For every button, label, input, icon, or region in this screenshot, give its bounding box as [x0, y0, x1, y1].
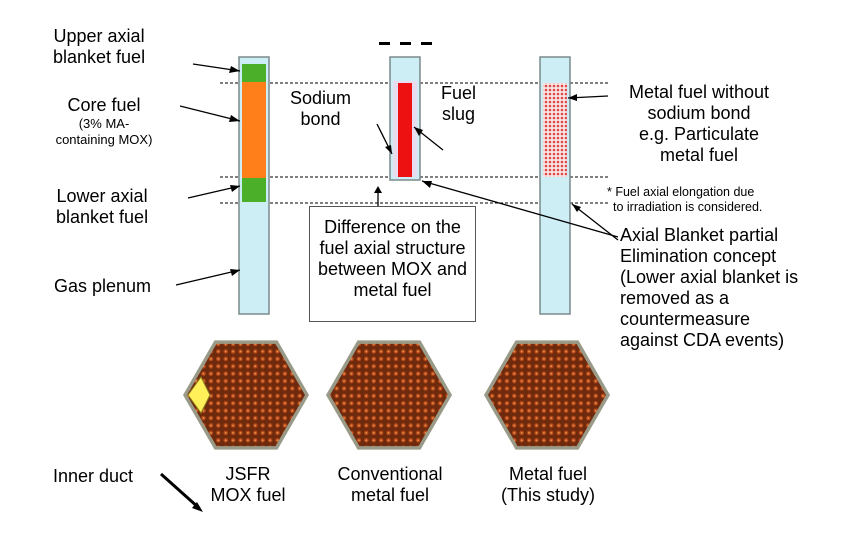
elongation-note: * Fuel axial elongation due to irradiati… [607, 185, 763, 214]
arrowhead-lower-blanket [230, 185, 240, 192]
arrowhead-upper-blanket [229, 66, 240, 73]
arrowhead-gas-plenum [230, 269, 240, 276]
core-fuel-label: Core fuel (3% MA- containing MOX) [55, 95, 153, 147]
mox-fuel-pin [238, 56, 270, 315]
arrow-concept-to-study [571, 203, 619, 241]
arrowhead-concept-to-study [572, 204, 581, 212]
inner-duct-shape [187, 376, 211, 414]
gas-plenum-label: Gas plenum [54, 276, 152, 296]
arrow-concept-to-lower [421, 180, 619, 238]
conventional-metal-pin [379, 42, 432, 181]
axial-blanket-concept-label: Axial Blanket partial Elimination concep… [620, 225, 799, 350]
particulate-fuel-segment [543, 83, 567, 177]
arrowhead-sodium-bond [385, 145, 392, 154]
inner-duct-label: Inner duct [53, 466, 134, 486]
arrow-gas-plenum [175, 269, 241, 286]
mox-hex-pin-bundle [187, 343, 305, 447]
arrowhead-fuel-slug [414, 127, 423, 136]
pin-top-dash-1 [379, 42, 390, 45]
study-hex-pin-bundle [488, 343, 606, 447]
arrow-inner-duct [159, 472, 201, 510]
fuel-slug-segment [398, 83, 412, 177]
this-study-metal-pin [539, 56, 571, 315]
pin-top-dash-2 [400, 42, 411, 45]
mox-upper-blanket-segment [242, 64, 266, 82]
conventional-hex-pin-bundle [330, 343, 448, 447]
metal-fuel-without-bond-label: Metal fuel without sodium bond e.g. Part… [628, 82, 770, 165]
hex-assemblies [183, 340, 610, 450]
arrowhead-metal-fuel [568, 94, 577, 101]
mox-lower-blanket-segment [242, 178, 266, 202]
mox-core-fuel-segment [242, 82, 266, 178]
arrowhead-core-fuel [229, 115, 240, 122]
this-study-label: Metal fuel(This study) [500, 464, 596, 505]
arrowhead-inner-duct [192, 502, 203, 512]
difference-callout-box: Difference on the fuel axial structure b… [309, 206, 476, 322]
pin-top-dash-3 [421, 42, 432, 45]
arrowhead-concept-to-lower [422, 181, 432, 188]
arrowhead-difference-box [374, 186, 382, 193]
